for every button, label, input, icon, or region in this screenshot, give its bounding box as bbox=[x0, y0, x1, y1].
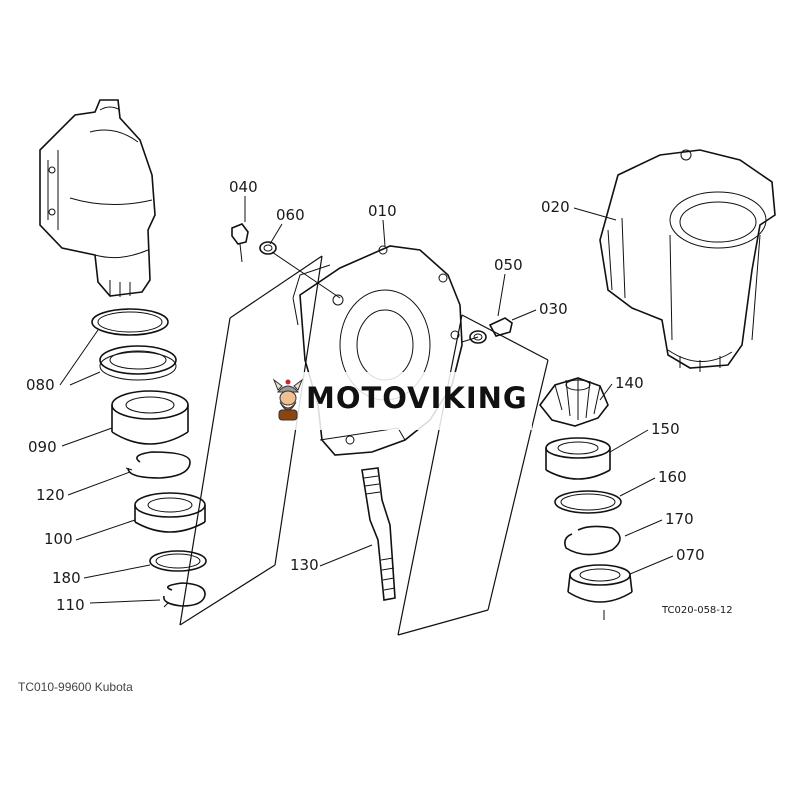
callout-020: 020 bbox=[541, 198, 570, 216]
callout-160: 160 bbox=[658, 468, 687, 486]
shim-180 bbox=[149, 550, 207, 572]
callout-040: 040 bbox=[229, 178, 258, 196]
bevel-gear-140 bbox=[538, 377, 609, 427]
bearing-100 bbox=[134, 492, 206, 533]
seal-070 bbox=[567, 564, 633, 620]
bearing-150 bbox=[545, 437, 611, 480]
shaft-130 bbox=[361, 467, 396, 601]
assembly-outline-right bbox=[397, 314, 549, 636]
callout-080: 080 bbox=[26, 376, 55, 394]
bolt-axis-line bbox=[271, 251, 479, 343]
callout-150: 150 bbox=[651, 420, 680, 438]
seal-080-lower bbox=[99, 345, 177, 381]
assembly-outline-left bbox=[179, 255, 323, 626]
callout-140: 140 bbox=[615, 374, 644, 392]
callout-030: 030 bbox=[539, 300, 568, 318]
image-caption: TC010-99600 Kubota bbox=[18, 680, 133, 694]
bolt-030 bbox=[488, 317, 513, 337]
shim-160 bbox=[554, 490, 622, 514]
callout-050: 050 bbox=[494, 256, 523, 274]
washer-050 bbox=[469, 330, 487, 344]
housing-020 bbox=[599, 149, 776, 372]
watermark-brand: MOTOVIKING bbox=[306, 381, 528, 415]
callout-060: 060 bbox=[276, 206, 305, 224]
bearing-090 bbox=[111, 390, 189, 445]
seal-080-upper bbox=[91, 308, 169, 336]
drawing-code: TC020-058-12 bbox=[661, 605, 733, 616]
snap-ring-170 bbox=[564, 525, 621, 556]
callout-070: 070 bbox=[676, 546, 705, 564]
callout-130: 130 bbox=[290, 556, 319, 574]
callout-010: 010 bbox=[368, 202, 397, 220]
leader-lines bbox=[59, 196, 674, 604]
callout-120: 120 bbox=[36, 486, 65, 504]
washer-060 bbox=[259, 241, 277, 255]
callout-180: 180 bbox=[52, 569, 81, 587]
watermark-band bbox=[262, 372, 532, 430]
upper-gear-case bbox=[39, 99, 156, 297]
snap-ring-120 bbox=[125, 451, 191, 479]
callout-110: 110 bbox=[56, 596, 85, 614]
viking-mascot-icon bbox=[272, 378, 304, 421]
callout-100: 100 bbox=[44, 530, 73, 548]
callout-170: 170 bbox=[665, 510, 694, 528]
callout-090: 090 bbox=[28, 438, 57, 456]
snap-ring-110 bbox=[163, 582, 206, 608]
bolt-040 bbox=[231, 223, 249, 263]
